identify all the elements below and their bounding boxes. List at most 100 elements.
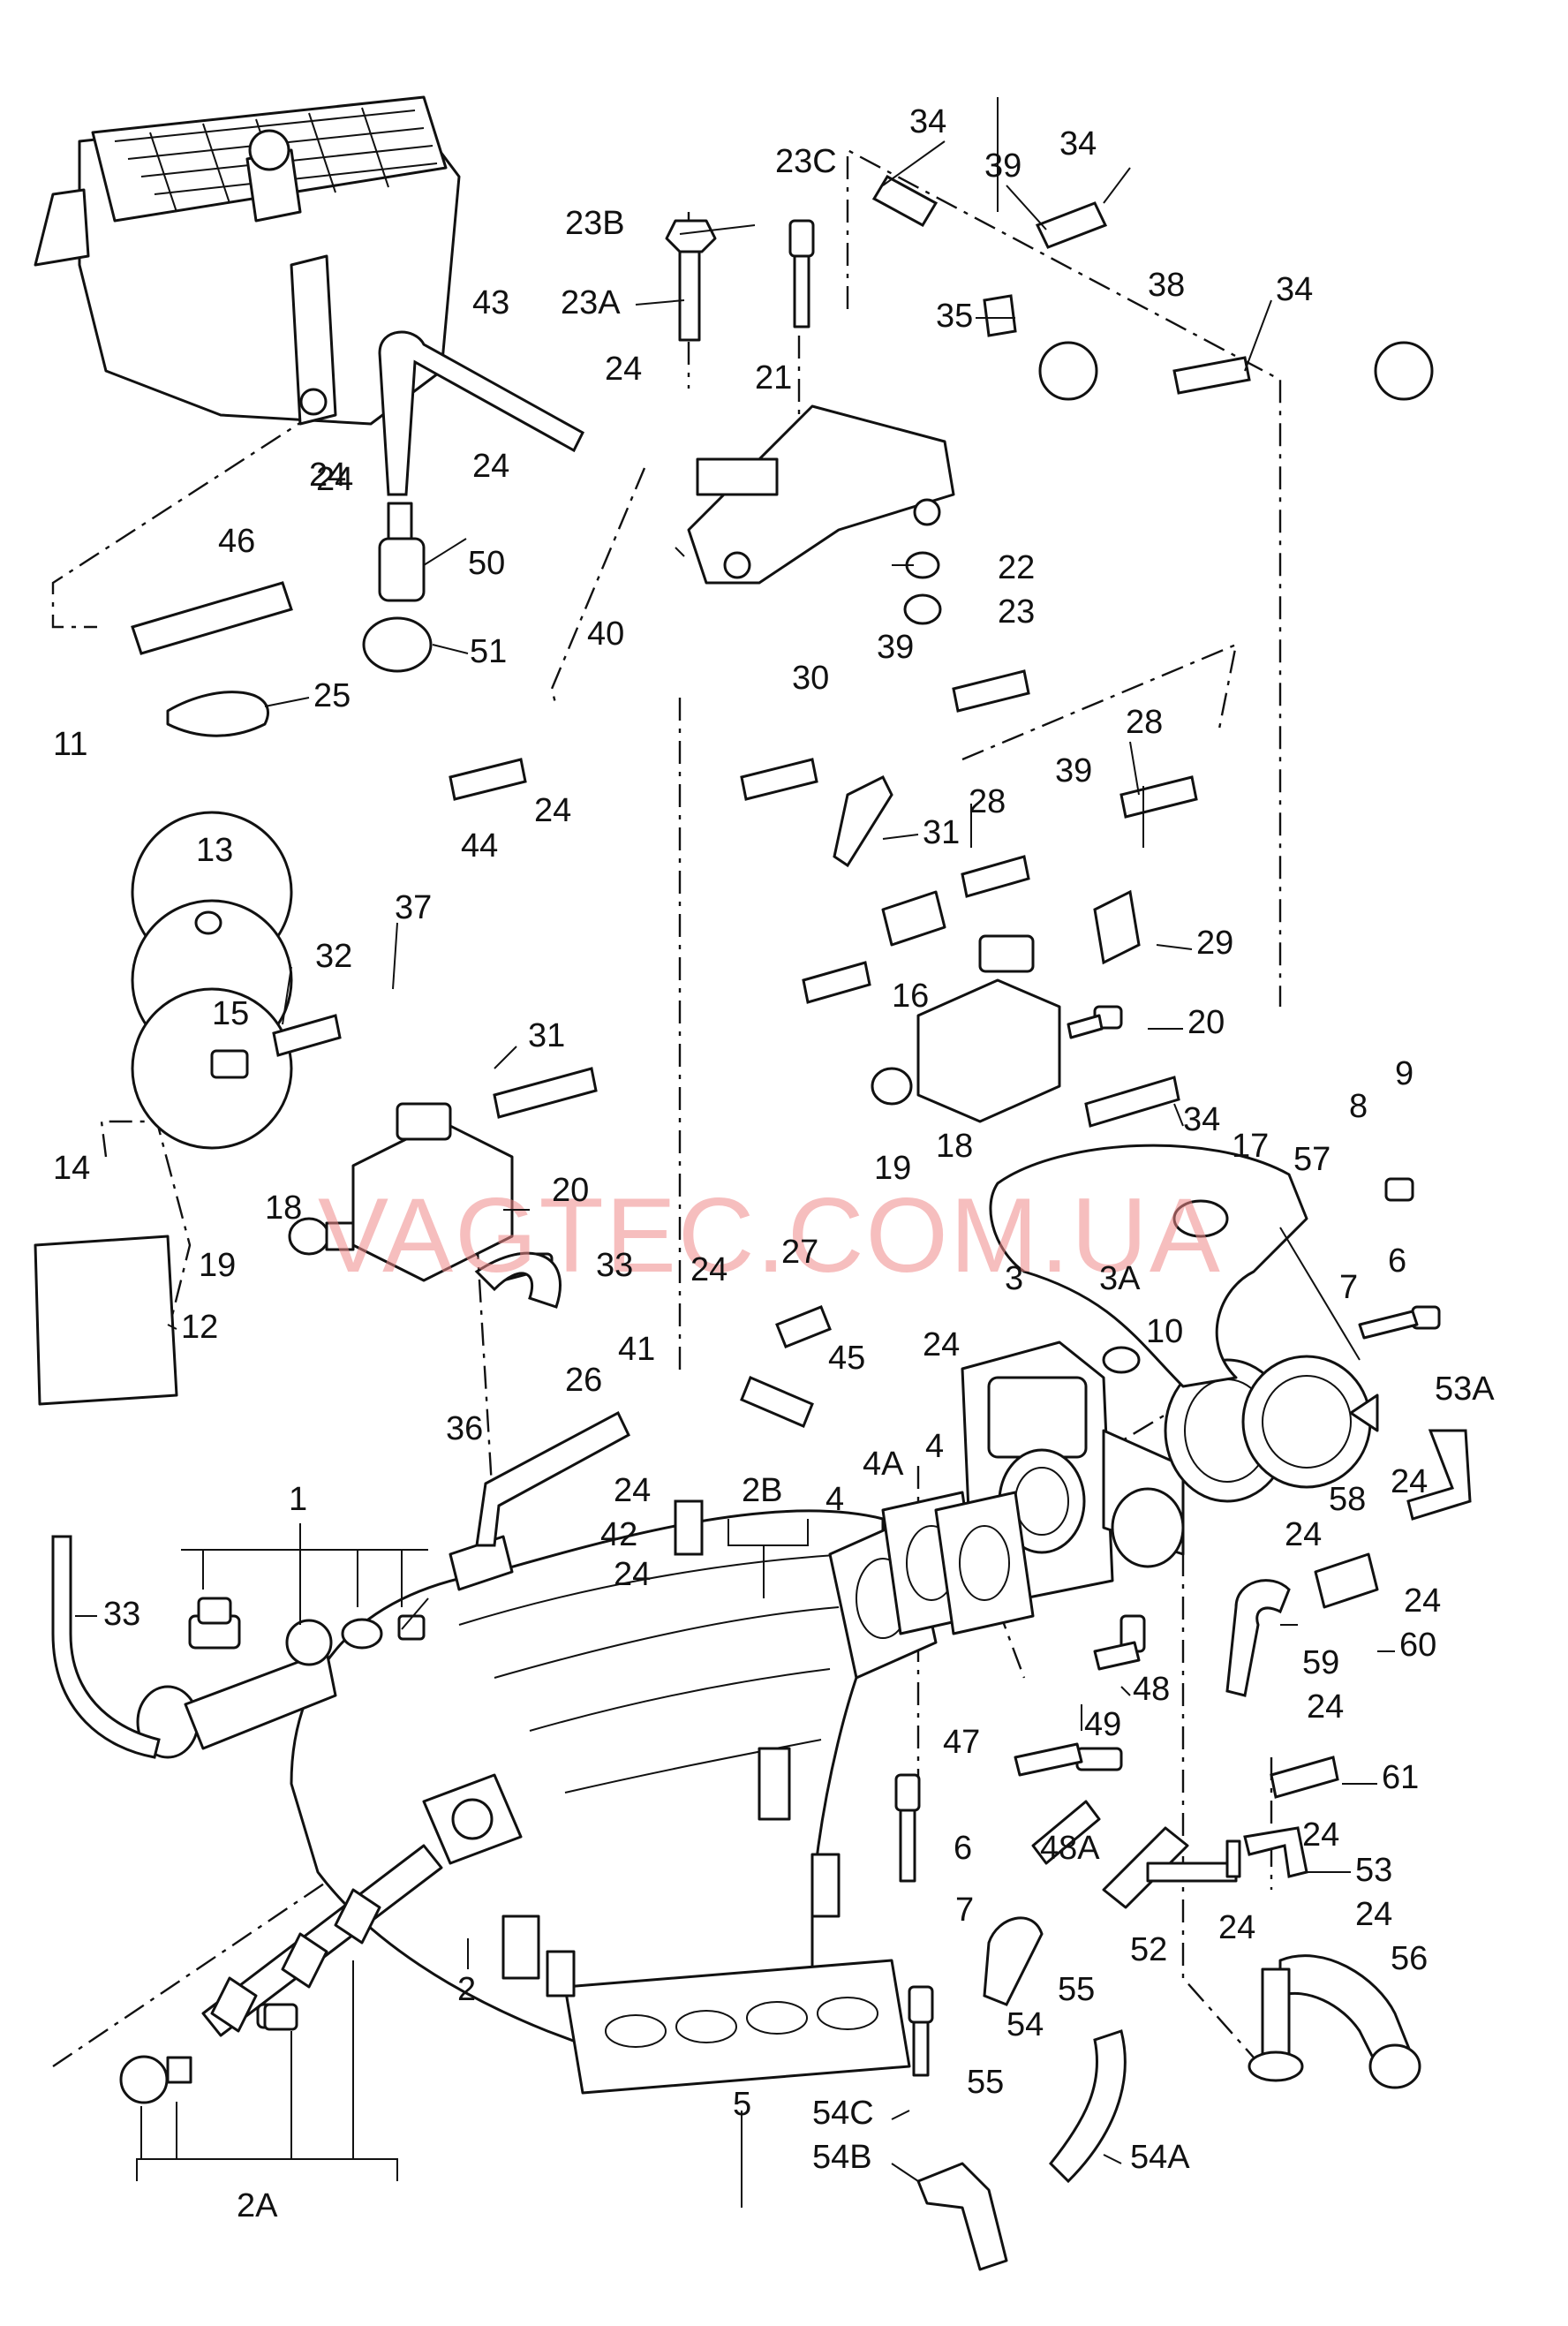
label-55-a: 55 xyxy=(1058,1971,1095,2008)
label-24-i: 24 xyxy=(1285,1516,1322,1553)
label-14: 14 xyxy=(53,1150,90,1187)
bolts xyxy=(197,219,1441,2077)
label-24-g: 24 xyxy=(614,1472,651,1509)
label-47: 47 xyxy=(943,1724,980,1761)
label-18-b: 18 xyxy=(936,1128,973,1165)
label-50: 50 xyxy=(468,545,505,582)
label-1: 1 xyxy=(289,1481,307,1518)
label-30: 30 xyxy=(792,660,829,697)
label-20-a: 20 xyxy=(552,1172,589,1209)
label-24-c: 24 xyxy=(316,461,353,498)
label-17: 17 xyxy=(1232,1128,1269,1165)
label-45: 45 xyxy=(828,1340,865,1377)
label-9: 9 xyxy=(1395,1055,1413,1092)
label-10: 10 xyxy=(1146,1313,1183,1350)
intake-manifold xyxy=(290,1509,911,2095)
hoses xyxy=(51,174,1472,2184)
label-43: 43 xyxy=(472,284,509,321)
label-48A: 48A xyxy=(1040,1830,1100,1867)
label-6-a: 6 xyxy=(954,1830,972,1867)
label-32: 32 xyxy=(315,938,352,975)
label-34-a: 34 xyxy=(909,103,946,140)
air-duct-17 xyxy=(989,1144,1361,1388)
label-36: 36 xyxy=(446,1410,483,1447)
label-23B: 23B xyxy=(565,205,625,242)
label-24-b: 24 xyxy=(472,448,509,485)
label-24-e: 24 xyxy=(690,1251,727,1288)
label-4-a: 4 xyxy=(825,1481,844,1518)
label-39-a: 39 xyxy=(984,147,1021,185)
label-34-d: 34 xyxy=(1183,1101,1220,1138)
label-19-a: 19 xyxy=(199,1247,236,1284)
label-58: 58 xyxy=(1329,1481,1366,1518)
gaskets-4 xyxy=(828,1491,1035,1680)
callout-labels: 1 2 2A 2B 3 3A 4 4 4A 5 6 6 7 7 8 9 10 1… xyxy=(53,103,1495,2224)
label-33-a: 33 xyxy=(596,1247,633,1284)
label-35: 35 xyxy=(936,298,973,335)
label-7-a: 7 xyxy=(955,1892,974,1929)
label-51: 51 xyxy=(470,633,507,670)
label-24-a: 24 xyxy=(605,351,642,388)
label-33-b: 33 xyxy=(103,1596,140,1633)
label-39-c: 39 xyxy=(1055,752,1092,789)
label-5: 5 xyxy=(733,2086,751,2123)
solenoid-valve-18-left xyxy=(288,1102,514,1282)
label-24-h: 24 xyxy=(614,1556,651,1593)
label-40: 40 xyxy=(587,615,624,653)
label-4-b: 4 xyxy=(925,1428,944,1465)
label-44: 44 xyxy=(461,827,498,865)
label-34-b: 34 xyxy=(1059,125,1097,162)
label-24-j: 24 xyxy=(1391,1463,1428,1500)
label-23: 23 xyxy=(998,593,1035,631)
bracket-21 xyxy=(687,404,955,625)
solenoid-valve-18-right xyxy=(871,934,1061,1123)
label-24-k: 24 xyxy=(1404,1582,1441,1620)
label-53: 53 xyxy=(1355,1852,1392,1889)
label-13: 13 xyxy=(196,832,233,869)
label-39-b: 39 xyxy=(877,629,914,666)
label-3: 3 xyxy=(1005,1260,1023,1297)
label-37: 37 xyxy=(395,889,432,926)
label-54A: 54A xyxy=(1130,2139,1190,2176)
label-23A: 23A xyxy=(561,284,621,321)
label-29: 29 xyxy=(1196,925,1233,962)
label-31-a: 31 xyxy=(923,814,960,851)
label-3A: 3A xyxy=(1099,1260,1141,1297)
label-18-a: 18 xyxy=(265,1189,302,1227)
label-46: 46 xyxy=(218,523,255,560)
label-23C: 23C xyxy=(775,143,837,180)
label-2A: 2A xyxy=(237,2187,278,2224)
label-34-c: 34 xyxy=(1276,271,1313,308)
label-24-d: 24 xyxy=(534,792,571,829)
label-49: 49 xyxy=(1084,1706,1121,1743)
bracket-54B xyxy=(916,2162,1008,2271)
air-filter-housing xyxy=(34,95,461,426)
leader-lines xyxy=(136,97,1272,2208)
label-24-l: 24 xyxy=(1307,1688,1344,1726)
label-2B: 2B xyxy=(742,1472,782,1509)
watermark-text: VAGTEC.COM.UA xyxy=(318,1176,1222,1295)
label-24-m: 24 xyxy=(1302,1816,1339,1854)
label-6-b: 6 xyxy=(1388,1242,1406,1280)
label-22: 22 xyxy=(998,549,1035,586)
label-53A: 53A xyxy=(1435,1371,1495,1408)
label-24-n: 24 xyxy=(1218,1909,1255,1946)
label-24-p: 24 xyxy=(309,457,346,494)
label-38: 38 xyxy=(1148,267,1185,304)
label-28-a: 28 xyxy=(969,783,1006,820)
label-31-b: 31 xyxy=(528,1017,565,1054)
label-41: 41 xyxy=(618,1331,655,1368)
label-57: 57 xyxy=(1293,1141,1331,1178)
label-24-f: 24 xyxy=(923,1326,960,1363)
label-20-b: 20 xyxy=(1187,1004,1225,1041)
label-8: 8 xyxy=(1349,1088,1368,1125)
label-11: 11 xyxy=(53,726,87,763)
check-valves xyxy=(449,341,1434,1609)
label-27: 27 xyxy=(781,1234,818,1271)
label-54: 54 xyxy=(1006,2006,1044,2043)
label-12: 12 xyxy=(181,1309,218,1346)
small-parts-left xyxy=(34,502,433,1406)
label-59: 59 xyxy=(1302,1644,1339,1681)
shaft-part-2A xyxy=(119,1844,443,2104)
